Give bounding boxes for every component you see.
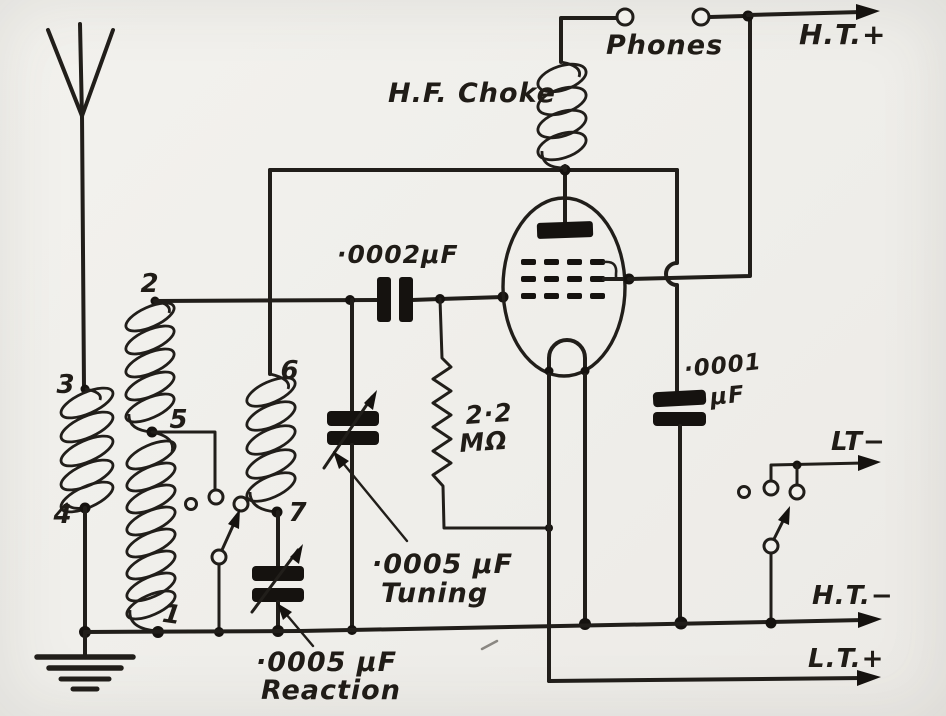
- tap-5-wire: [150, 430, 217, 491]
- wire-grid-to-htplus: [627, 14, 752, 281]
- terminal-1-label: 1: [161, 599, 184, 631]
- grid-line: [153, 291, 509, 305]
- lt-plus-label: L.T.+: [808, 644, 884, 674]
- phones-terminal-left: [615, 7, 635, 27]
- tuning-cap-name: Tuning: [381, 578, 488, 609]
- phones-terminal-right: [691, 7, 711, 27]
- ht-plus-line: [746, 10, 864, 17]
- ht-minus-rail: [83, 612, 882, 634]
- ht-minus-arrowhead: [858, 612, 882, 628]
- grid-capacitor-label: ·0002μF: [337, 240, 459, 269]
- resistor-zigzag: [431, 297, 551, 530]
- wire-coil-to-gridcap: [153, 298, 379, 303]
- variable-arrowhead: [364, 390, 377, 410]
- filament-leads: [547, 373, 881, 686]
- lt-plus-line: [547, 676, 866, 683]
- reaction-cap-value: ·0005 μF: [256, 647, 397, 678]
- anode-bypass-capacitor: [652, 389, 707, 630]
- aerial-prong-right: [80, 28, 115, 118]
- aerial-antenna: [46, 22, 115, 390]
- aerial-prong-left: [46, 28, 84, 118]
- reaction-capacitor: [250, 544, 315, 648]
- phones-label: Phones: [606, 30, 723, 61]
- switch-arm-arrowhead: [778, 506, 790, 525]
- switch-stud: [737, 485, 751, 499]
- grid-coil: [124, 296, 177, 638]
- ht-minus-line: [83, 618, 866, 634]
- switch-contact: [762, 479, 780, 497]
- lt-plus-arrowhead: [857, 670, 881, 686]
- terminal-7-label: 7: [288, 498, 307, 528]
- anode-bypass-value: ·0001: [683, 349, 763, 383]
- earth-symbol: [34, 626, 136, 692]
- tuning-label-arrow: [336, 455, 409, 543]
- wire-choke-to-phones: [559, 16, 618, 64]
- filament: [547, 338, 587, 377]
- switch-contact: [207, 488, 225, 506]
- valve-grids: [521, 259, 618, 299]
- ht-minus-label: H.T.−: [812, 581, 894, 611]
- ht-plus-arrowhead: [856, 4, 880, 20]
- wire-gridcap-to-valve: [410, 295, 505, 302]
- grid-strap: [602, 260, 618, 281]
- reaction-branch: [245, 168, 297, 568]
- variable-arrowhead: [290, 544, 303, 564]
- aerial-prong-middle: [78, 22, 84, 120]
- terminal-5-label: 5: [169, 405, 188, 435]
- grid-leak-unit: MΩ: [458, 426, 508, 458]
- terminal-3-label: 3: [56, 370, 75, 400]
- aerial-downlead: [80, 112, 86, 390]
- terminal-2-label: 2: [140, 269, 159, 299]
- reaction-label-arrowhead: [277, 603, 292, 620]
- terminal-4-label: 4: [52, 500, 72, 530]
- tuning-cap-value: ·0005 μF: [372, 549, 513, 580]
- terminal-6-label: 6: [280, 356, 299, 386]
- variable-arrow: [322, 395, 374, 470]
- switch-pivot: [762, 537, 780, 555]
- ht-plus-label: H.T.+: [799, 18, 887, 51]
- tuning-label-arrowhead: [333, 451, 349, 469]
- lt-minus-line: [769, 461, 866, 483]
- filament-switch: [737, 455, 881, 629]
- anode-bypass-unit: μF: [708, 381, 746, 411]
- aerial-coil: [59, 384, 115, 634]
- reaction-cap-name: Reaction: [261, 675, 401, 706]
- switch-stud: [184, 497, 198, 511]
- stray-mark: [480, 639, 499, 651]
- grid-capacitor: [377, 277, 413, 322]
- variable-arrow: [250, 548, 300, 614]
- phones-terminals: [615, 4, 880, 27]
- hf-choke-label: H.F. Choke: [388, 78, 556, 109]
- hf-choke: [536, 16, 618, 172]
- switch-contact: [788, 483, 806, 501]
- valve: [501, 14, 752, 378]
- switch-pivot: [210, 548, 228, 566]
- anode-plate: [536, 221, 594, 239]
- switch-arm-arrowhead: [228, 509, 240, 529]
- switch-stud: [232, 495, 250, 513]
- wire-phones-to-junction: [708, 14, 747, 19]
- grid-leak-value: 2·2: [464, 398, 513, 430]
- lt-minus-label: LT−: [831, 427, 886, 457]
- wire-rail-to-bypass-cap: [664, 168, 679, 393]
- lt-minus-arrowhead: [858, 455, 881, 471]
